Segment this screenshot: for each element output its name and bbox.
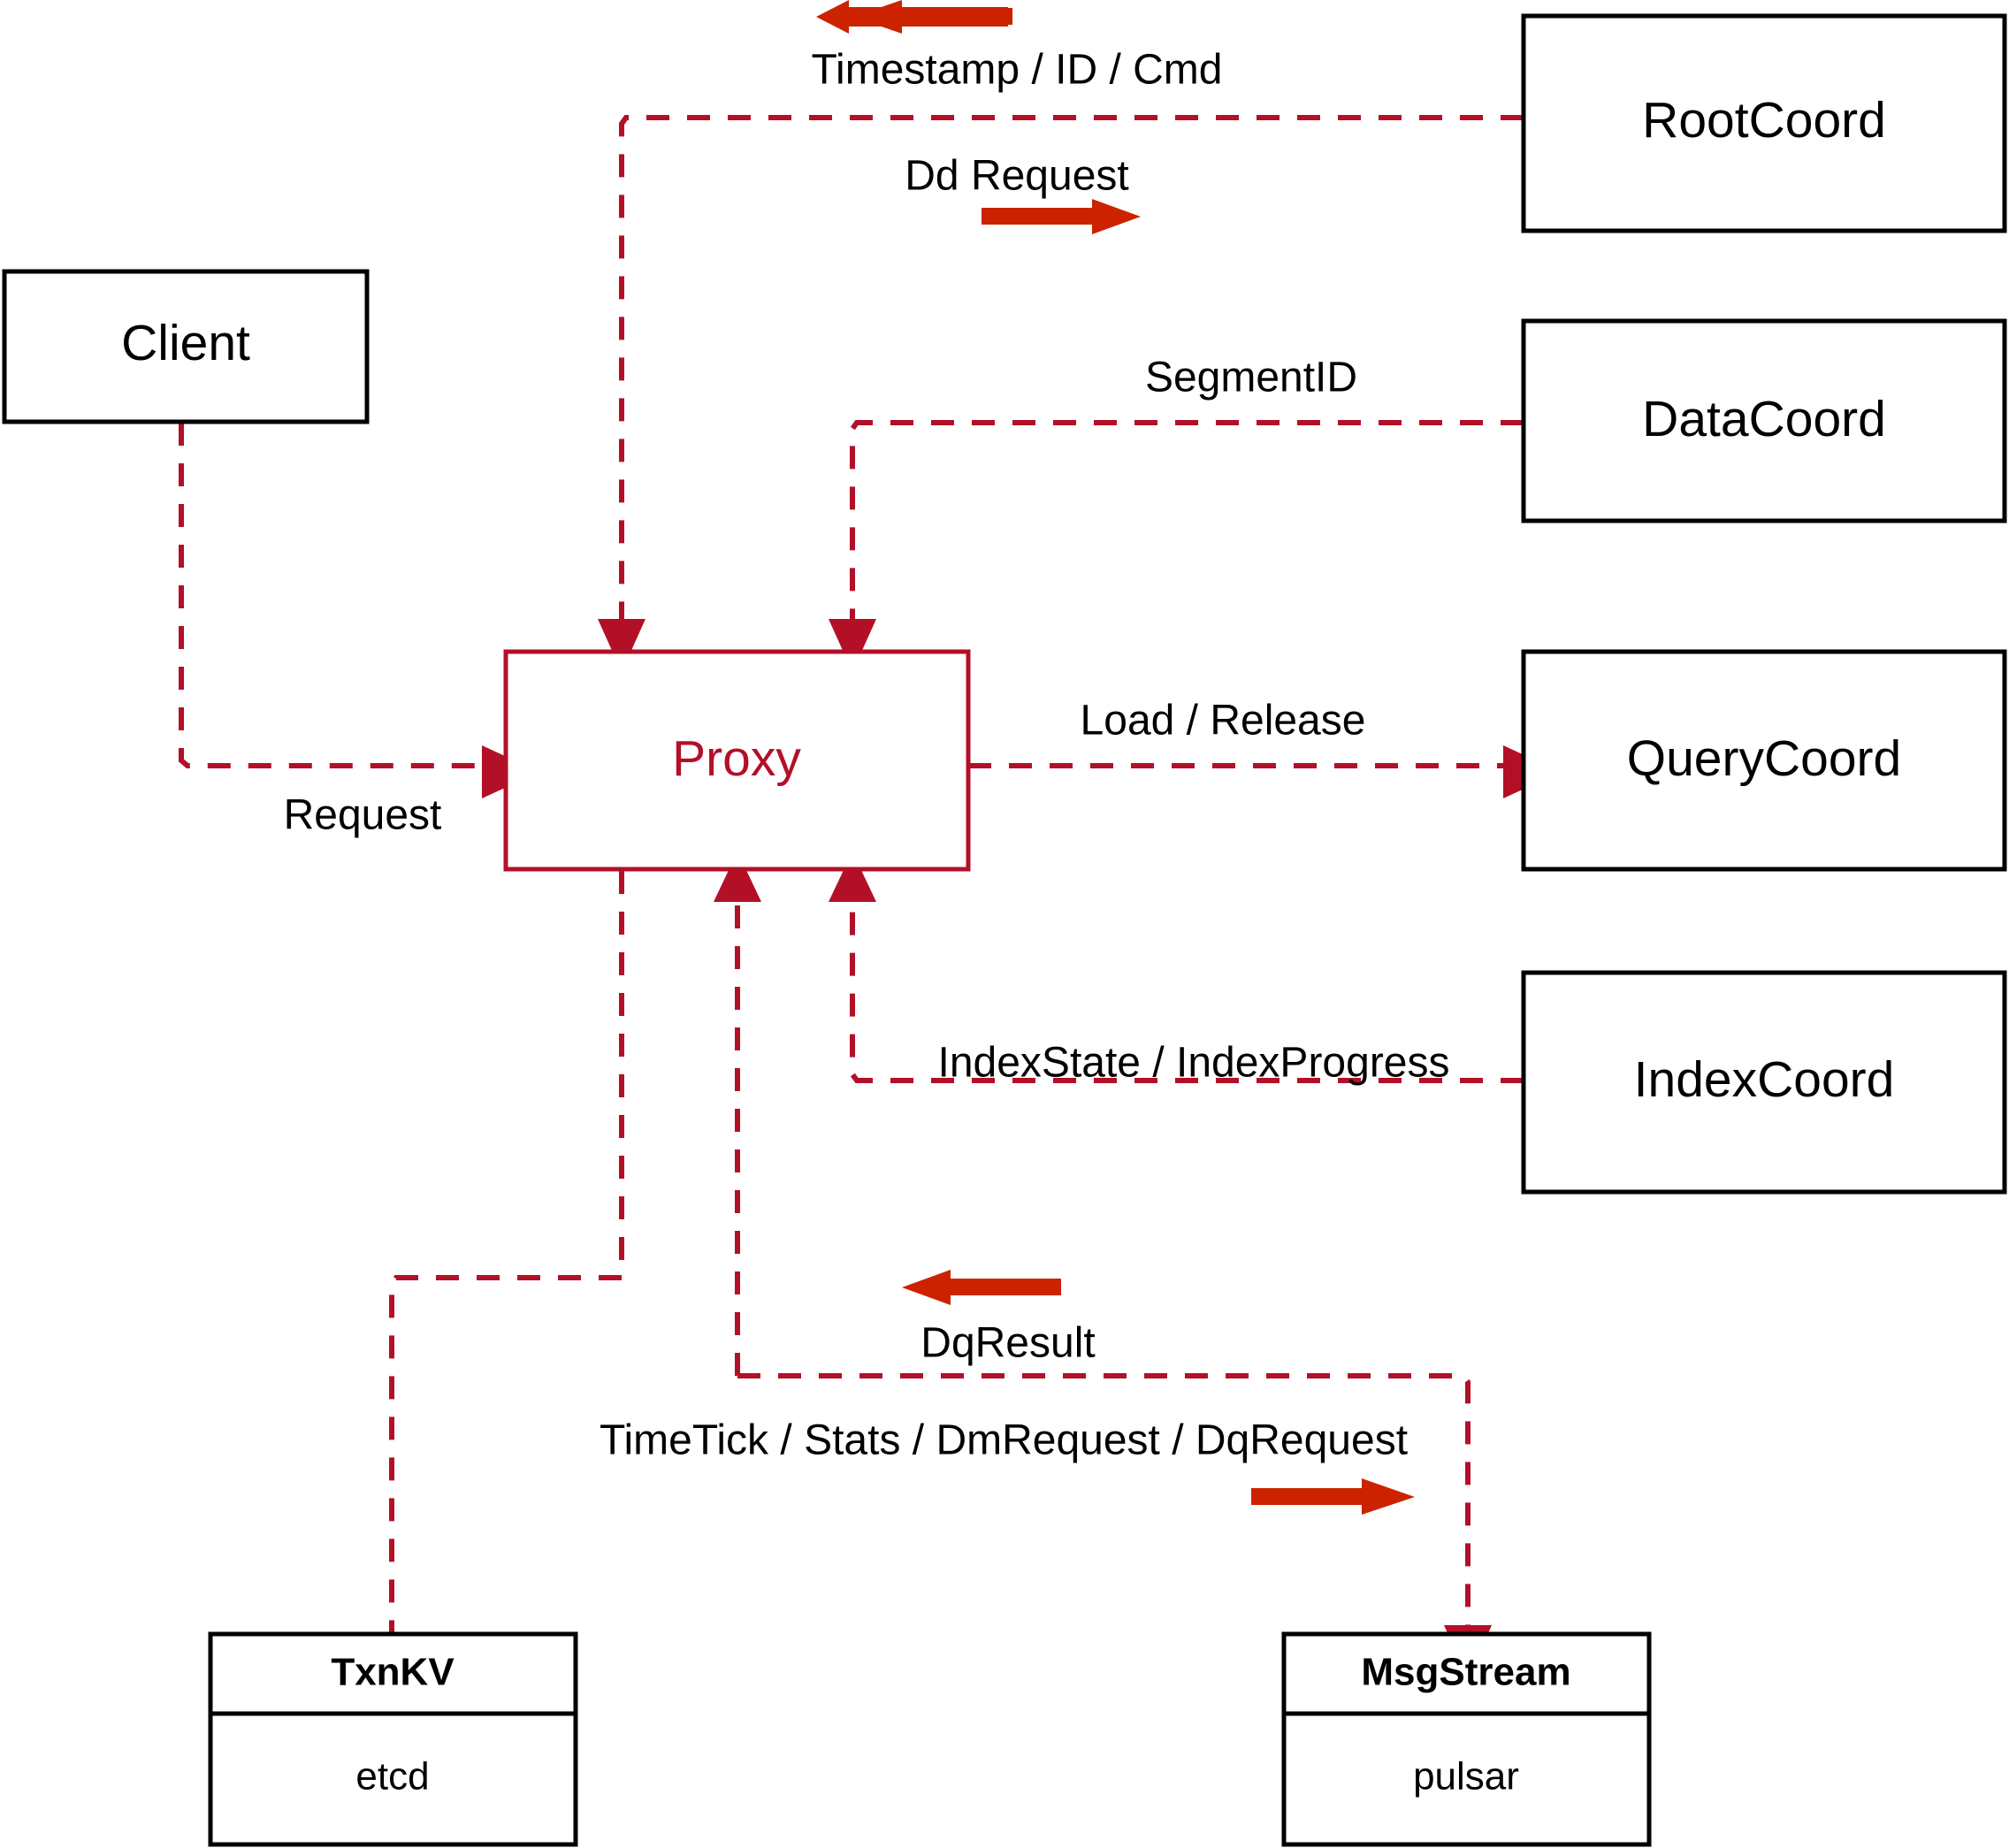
node-datacoord[interactable]: DataCoord [1521,318,2007,523]
arrowhead-proxy-top-right [829,619,876,672]
edge-label-load-release: Load / Release [1081,698,1366,745]
direction-arrow-dqresult [902,1270,1061,1305]
querycoord-label: QueryCoord [1627,730,1901,787]
edge-proxy-datacoord [850,420,1524,619]
arrowhead-proxy-bottom-mid [714,851,761,902]
node-querycoord[interactable]: QueryCoord [1521,649,2007,872]
edge-label-timetick-stats: TimeTick / Stats / DmRequest / DqRequest [600,1417,1408,1464]
querycoord-box[interactable] [1521,649,2007,872]
datacoord-label: DataCoord [1642,391,1886,447]
edge-proxy-indexcoord [850,902,1524,1083]
edge-label-timestamp-id-cmd: Timestamp / ID / Cmd [812,47,1223,94]
proxy-box[interactable] [503,649,971,872]
msgstream-sublabel: pulsar [1413,1755,1519,1798]
arrowhead-proxy-bottom-right [829,851,876,902]
datacoord-box[interactable] [1521,318,2007,523]
proxy-label: Proxy [672,730,801,787]
node-client[interactable]: Client [2,269,370,424]
edge-proxy-msgstream [737,1373,1470,1625]
txnkv-sublabel: etcd [355,1755,429,1798]
node-rootcoord[interactable]: RootCoord [1521,13,2007,233]
edge-label-index-state: IndexState / IndexProgress [938,1040,1450,1087]
edge-label-dd-request: Dd Request [905,153,1128,200]
rootcoord-label: RootCoord [1642,92,1886,149]
edge-client-proxy [179,423,482,768]
edge-label-dq-result: DqResult [920,1320,1095,1367]
node-proxy[interactable]: Proxy [503,649,971,872]
indexcoord-box[interactable] [1521,970,2007,1195]
edge-label-request: Request [284,792,442,839]
direction-arrow-timestamp [816,0,1012,34]
node-msgstream[interactable]: MsgStream pulsar [1281,1631,1652,1847]
msgstream-box[interactable] [1281,1631,1652,1847]
edge-proxy-rootcoord [619,115,1524,619]
txnkv-label: TxnKV [331,1651,455,1694]
msgstream-label: MsgStream [1361,1651,1570,1694]
direction-arrow-dd-request [982,199,1141,234]
client-label: Client [121,315,250,371]
direction-arrow-dqrequest [1251,1478,1415,1515]
edge-proxy-txnkv [389,871,624,1634]
client-box[interactable] [2,269,370,424]
node-txnkv[interactable]: TxnKV etcd [208,1631,578,1847]
node-indexcoord[interactable]: IndexCoord [1521,970,2007,1195]
rootcoord-box[interactable] [1521,13,2007,233]
arrowhead-proxy-top-left [598,619,645,672]
indexcoord-label: IndexCoord [1634,1051,1895,1108]
edge-label-segment-id: SegmentID [1145,355,1357,401]
txnkv-box[interactable] [208,1631,578,1847]
